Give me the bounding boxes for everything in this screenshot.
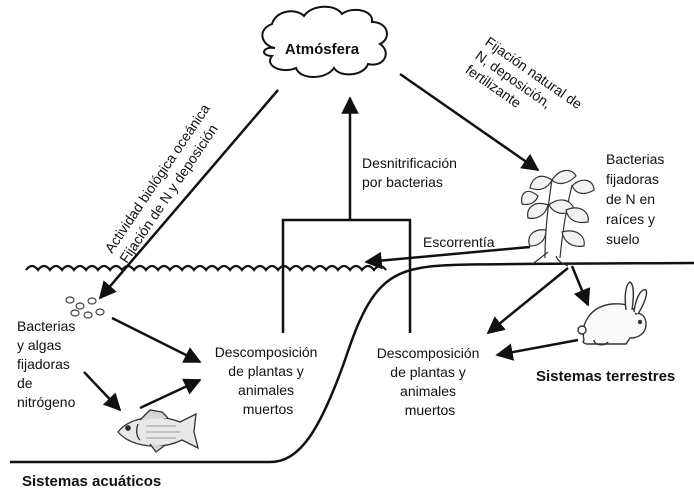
ocean-activity-label: Actividad biológica oceánica Fijación de… (101, 98, 230, 266)
rabbit-to-decomposition-arrow (495, 338, 579, 361)
bubbles-icon (65, 296, 105, 319)
runoff-label: Escorrentía (423, 234, 495, 250)
terrestrial-systems-label: Sistemas terrestres (536, 368, 675, 385)
natural-fixation-arrow (399, 72, 540, 172)
bacteria-to-fish-arrow (83, 371, 122, 412)
bacteria-to-decomposition-arrow (111, 316, 202, 364)
denitrification-label: Desnitrificación por bacterias (362, 155, 461, 190)
cloud-icon (261, 5, 388, 78)
atmosphere-label: Atmósfera (285, 41, 360, 58)
land-profile-line (10, 261, 694, 464)
plant-to-decomposition-arrow (486, 267, 569, 335)
plant-icon (521, 169, 595, 267)
fish-to-decomposition-arrow (139, 378, 202, 410)
decomposition-aquatic-label: Descomposición de plantas y animales mue… (215, 344, 322, 417)
rabbit-icon (577, 281, 648, 346)
fish-icon (117, 409, 199, 453)
water-surface-waves (25, 264, 387, 272)
n-fixing-bacteria-label: Bacterias fijadoras de N en raíces y sue… (606, 151, 668, 247)
denitrification-box (281, 218, 412, 333)
decomposition-terrestrial-label: Descomposición de plantas y animales mue… (377, 345, 484, 418)
aquatic-systems-label: Sistemas acuáticos (22, 473, 161, 490)
runoff-arrow (364, 245, 531, 270)
ocean-activity-arrow (98, 89, 279, 300)
natural-fixation-label: Fijación natural de N, deposición, ferti… (463, 33, 589, 142)
plant-to-rabbit-arrow (570, 265, 591, 307)
bacteria-algae-label: Bacterias y algas fijadoras de nitrógeno (17, 318, 79, 410)
